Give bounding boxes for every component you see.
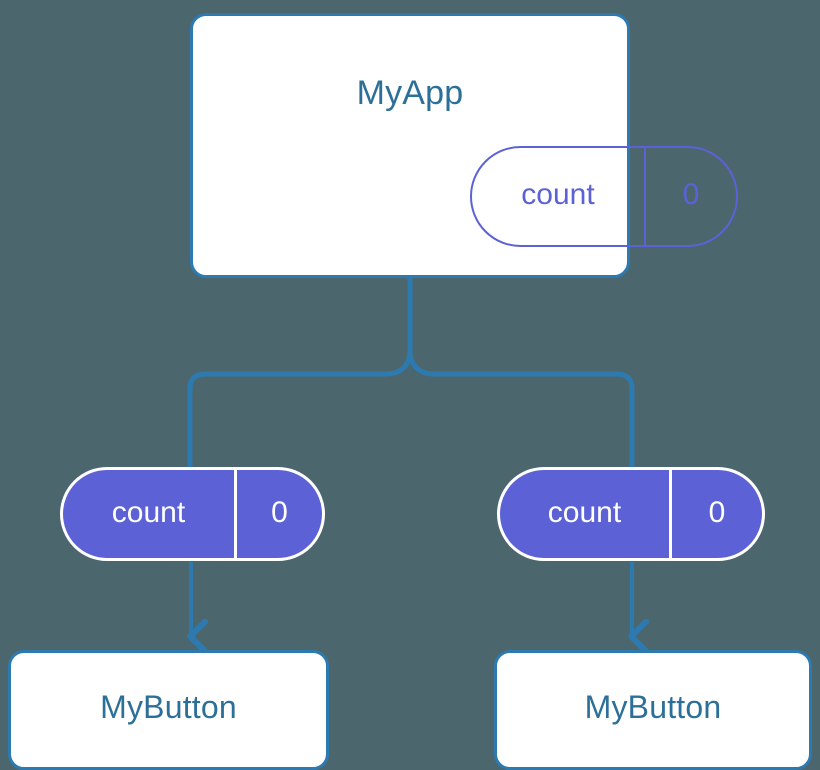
component-title-mybutton: MyButton [584, 688, 722, 725]
component-title-myapp: MyApp [356, 74, 464, 112]
state-pill-key: count [500, 470, 672, 558]
state-pill-value: 0 [708, 495, 726, 529]
state-pill-key: count [63, 470, 237, 558]
state-pill-right-count[interactable]: count 0 [497, 467, 765, 561]
state-pill-value: 0 [271, 495, 288, 529]
component-title-mybutton: MyButton [100, 688, 237, 725]
component-node-mybutton-right[interactable]: MyButton [494, 650, 812, 770]
state-pill-key: count [472, 148, 646, 245]
state-pill-myapp-count[interactable]: count 0 [470, 146, 738, 247]
component-node-myapp[interactable]: MyApp count 0 [190, 13, 738, 278]
state-pill-value: 0 [682, 178, 700, 211]
connector-branch-right [407, 347, 635, 469]
state-pill-left-count[interactable]: count 0 [60, 467, 325, 561]
connector-branch-left [187, 347, 413, 469]
component-node-mybutton-left[interactable]: MyButton [8, 650, 329, 770]
